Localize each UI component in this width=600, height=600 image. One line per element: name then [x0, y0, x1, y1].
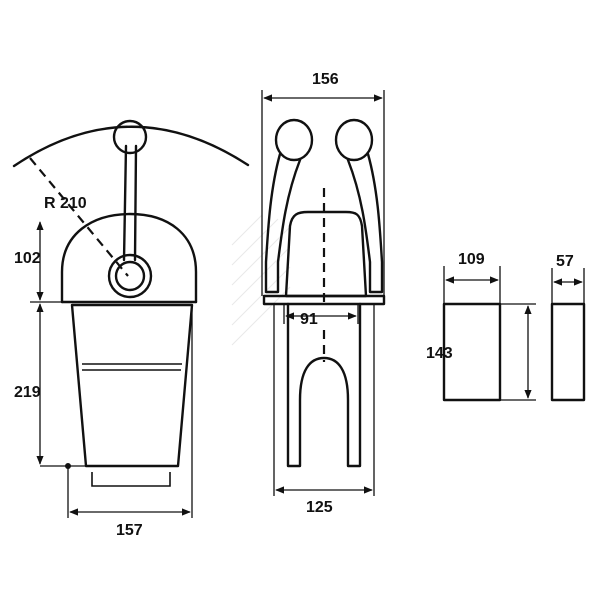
swing-arc	[12, 125, 250, 168]
base-bracket	[91, 472, 171, 487]
housing-dome	[60, 212, 198, 304]
dim-label-91: 91	[300, 311, 318, 328]
front-mounting-plate	[262, 294, 386, 306]
dim-label-125: 125	[306, 499, 333, 516]
depth-rect	[550, 302, 586, 402]
dim-label-109: 109	[458, 251, 485, 268]
dim-label-102: 102	[14, 250, 41, 267]
radius-line	[29, 157, 129, 277]
lower-body	[70, 303, 194, 468]
cutout-rect	[442, 302, 502, 402]
lever-knob	[112, 119, 148, 155]
lever-shaft-a	[122, 144, 128, 262]
left-knob	[274, 118, 314, 162]
right-lever	[346, 152, 384, 294]
cutout-view	[442, 266, 586, 402]
dim-label-157: 157	[116, 522, 143, 539]
dim-label-57: 57	[556, 253, 574, 270]
dim-label-143: 143	[426, 345, 453, 362]
central-housing	[284, 210, 368, 298]
pivot-hub-inner	[114, 260, 146, 292]
background-hatch	[231, 214, 291, 346]
right-knob	[334, 118, 374, 162]
side-view	[12, 119, 250, 518]
dim-label-156: 156	[312, 71, 339, 88]
left-lever	[264, 152, 302, 294]
front-legs	[286, 302, 362, 468]
pivot-hub	[107, 253, 153, 299]
front-view	[261, 90, 386, 496]
radius-label: R 210	[44, 195, 87, 212]
lever-shaft-b	[133, 144, 138, 262]
dim-label-219: 219	[14, 384, 41, 401]
